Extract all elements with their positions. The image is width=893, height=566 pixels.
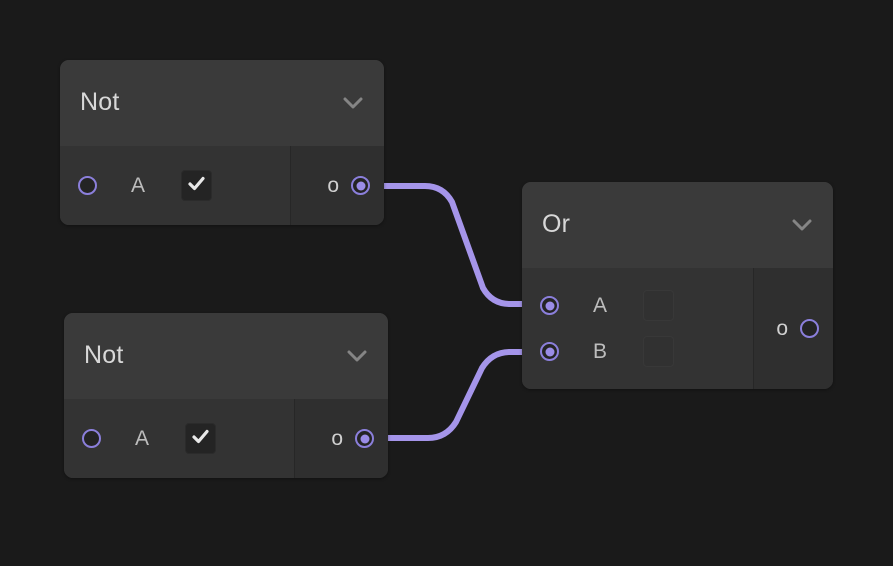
node-not-1[interactable]: Not A: [60, 60, 384, 225]
node-header[interactable]: Not: [64, 313, 388, 399]
input-label-a: A: [131, 173, 146, 197]
node-title: Not: [84, 341, 124, 369]
input-checkbox-b[interactable]: [643, 336, 675, 367]
checkmark-icon: [190, 426, 211, 452]
output-column: o: [753, 268, 833, 389]
node-title: Or: [542, 210, 571, 238]
output-port-o[interactable]: [355, 429, 374, 448]
input-label-b: B: [593, 339, 608, 363]
input-label-a: A: [593, 293, 608, 317]
input-row-a[interactable]: A: [82, 399, 294, 478]
output-column: o: [294, 399, 388, 478]
node-header[interactable]: Or: [522, 182, 833, 268]
input-checkbox-a[interactable]: [643, 290, 675, 321]
output-label-o: o: [331, 426, 343, 450]
input-checkbox-a[interactable]: [185, 423, 217, 454]
node-header[interactable]: Not: [60, 60, 384, 146]
checkmark-icon: [186, 173, 207, 199]
node-body: A B o: [522, 268, 833, 389]
input-port-a[interactable]: [540, 296, 559, 315]
input-column: A: [64, 399, 294, 478]
chevron-down-icon[interactable]: [346, 349, 368, 368]
input-checkbox-a[interactable]: [181, 170, 213, 201]
node-body: A o: [60, 146, 384, 225]
chevron-down-icon[interactable]: [791, 218, 813, 237]
input-port-a[interactable]: [82, 429, 101, 448]
input-row-a[interactable]: A: [78, 146, 290, 225]
node-not-2[interactable]: Not A: [64, 313, 388, 478]
output-row-o[interactable]: o: [295, 399, 374, 478]
input-port-b[interactable]: [540, 342, 559, 361]
chevron-down-icon[interactable]: [342, 96, 364, 115]
node-title: Not: [80, 88, 120, 116]
node-or-1[interactable]: Or A B: [522, 182, 833, 389]
input-row-a[interactable]: A: [540, 283, 753, 329]
input-column: A B: [522, 268, 753, 389]
input-column: A: [60, 146, 290, 225]
output-row-o[interactable]: o: [291, 146, 370, 225]
input-label-a: A: [135, 426, 150, 450]
node-body: A o: [64, 399, 388, 478]
input-row-b[interactable]: B: [540, 329, 753, 375]
output-port-o[interactable]: [800, 319, 819, 338]
output-label-o: o: [776, 316, 788, 340]
output-label-o: o: [327, 173, 339, 197]
output-port-o[interactable]: [351, 176, 370, 195]
output-row-o[interactable]: o: [754, 268, 819, 389]
output-column: o: [290, 146, 384, 225]
input-port-a[interactable]: [78, 176, 97, 195]
